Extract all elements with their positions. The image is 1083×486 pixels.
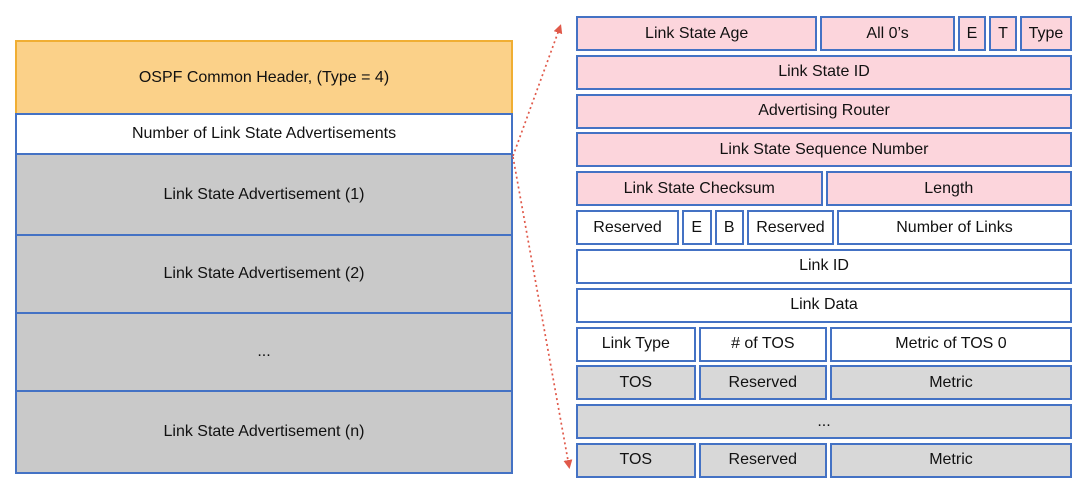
field-cell: Number of Links xyxy=(836,210,1073,246)
field-cell: Link ID xyxy=(576,248,1072,284)
field-cell: Link Data xyxy=(576,287,1072,323)
expansion-arrow-top xyxy=(512,24,563,157)
field-cell: Link State Age xyxy=(576,16,818,51)
field-cell: B xyxy=(714,210,744,246)
field-cell: Advertising Router xyxy=(576,93,1072,129)
lsa-table-row-3: Link State Sequence Number xyxy=(576,132,1072,168)
field-cell: # of TOS xyxy=(698,326,827,362)
lsa-table-row-6: Link ID xyxy=(576,248,1072,284)
field-cell: Metric xyxy=(829,442,1072,478)
field-cell: Metric xyxy=(829,365,1072,401)
field-cell: Reserved xyxy=(698,442,827,478)
expansion-arrow-bottom xyxy=(512,156,573,469)
packet-overview-stack: OSPF Common Header, (Type = 4) Number of … xyxy=(15,40,513,474)
field-cell: T xyxy=(988,16,1017,51)
stack-box-label: ... xyxy=(257,343,271,360)
stack-box-3: Link State Advertisement (2) xyxy=(15,234,513,314)
field-cell: Link State Sequence Number xyxy=(576,132,1072,168)
stack-box-1: Number of Link State Advertisements xyxy=(15,113,513,155)
stack-box-label: Link State Advertisement (n) xyxy=(163,423,365,440)
field-cell: Reserved xyxy=(698,365,827,401)
field-cell: E xyxy=(682,210,712,246)
field-cell: Length xyxy=(825,171,1072,207)
lsa-table-row-10: ... xyxy=(576,404,1072,440)
field-cell: TOS xyxy=(576,442,696,478)
stack-box-5: Link State Advertisement (n) xyxy=(15,390,513,474)
field-cell: All 0’s xyxy=(820,16,955,51)
field-cell: Link Type xyxy=(576,326,696,362)
field-cell: ... xyxy=(576,404,1072,440)
stack-box-label: Link State Advertisement (1) xyxy=(163,185,365,203)
stack-box-2: Link State Advertisement (1) xyxy=(15,153,513,236)
stack-box-label: Link State Advertisement (2) xyxy=(163,265,365,282)
field-cell: E xyxy=(957,16,986,51)
field-cell: Link State Checksum xyxy=(576,171,823,207)
field-cell: TOS xyxy=(576,365,696,401)
lsa-table-row-7: Link Data xyxy=(576,287,1072,323)
field-cell: Reserved xyxy=(576,210,680,246)
field-cell: Metric of TOS 0 xyxy=(829,326,1072,362)
field-cell: Link State ID xyxy=(576,54,1072,90)
field-cell: Reserved xyxy=(746,210,834,246)
stack-box-label: Number of Link State Advertisements xyxy=(131,125,397,142)
lsa-table-row-2: Advertising Router xyxy=(576,93,1072,129)
lsa-table-row-1: Link State ID xyxy=(576,54,1072,90)
stack-box-0: OSPF Common Header, (Type = 4) xyxy=(15,40,513,115)
field-cell: Type xyxy=(1019,16,1072,51)
stack-box-label: OSPF Common Header, (Type = 4) xyxy=(138,68,390,86)
stack-box-4: ... xyxy=(15,312,513,392)
